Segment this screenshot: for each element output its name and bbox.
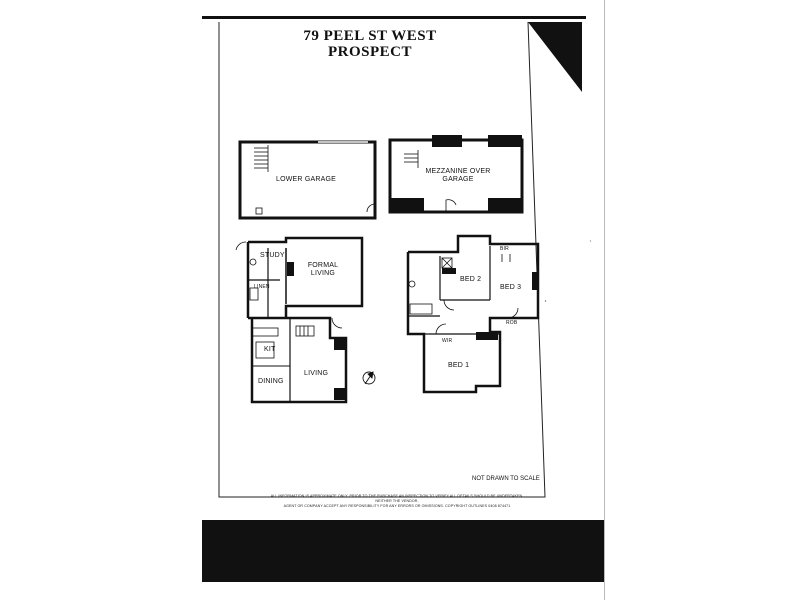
top-edge-line (202, 16, 586, 19)
room-label-bed1: BED 1 (448, 362, 470, 369)
north-arrow (362, 371, 376, 385)
disclaimer-text: ALL INFORMATION IS APPROXIMATE ONLY. PRI… (262, 494, 532, 509)
mezzanine-plan (388, 135, 524, 214)
room-label-study: STUDY (260, 252, 285, 259)
room-label-lower-garage: LOWER GARAGE (276, 176, 336, 183)
ground-floor-fixtures (235, 241, 343, 359)
lower-garage-plan (238, 140, 377, 220)
disclaimer-line2: AGENT OR COMPANY ACCEPT ANY RESPONSIBILI… (283, 504, 511, 508)
corner-triangle (528, 22, 582, 92)
room-label-wir: WIR (442, 338, 453, 344)
bottom-black-band (202, 520, 604, 582)
room-label-rob: ROB (506, 320, 518, 326)
right-edge-line (604, 0, 605, 600)
room-label-dining: DINING (258, 378, 284, 385)
room-label-mezzanine-line2: GARAGE (442, 176, 474, 183)
room-label-living: LIVING (304, 370, 329, 377)
ground-floor-plan (246, 236, 364, 404)
room-label-mezzanine-line1: MEZZANINE OVER (425, 168, 491, 175)
disclaimer-line1: ALL INFORMATION IS APPROXIMATE ONLY. PRI… (270, 494, 524, 503)
room-label-bed2: BED 2 (460, 276, 482, 283)
room-label-kit: KIT (264, 346, 276, 353)
upper-floor-fixtures (408, 254, 519, 335)
property-address-line2: PROSPECT (327, 44, 412, 60)
property-address-line1: 79 PEEL ST WEST (303, 28, 437, 44)
room-label-bed3: BED 3 (500, 284, 522, 291)
room-label-linen: LINEN (254, 284, 270, 290)
room-label-formal-living-line1: FORMAL (307, 262, 339, 269)
room-label-formal-living-line2: LIVING (310, 270, 336, 277)
drawing-border (218, 21, 546, 498)
room-label-bir: BIR (500, 246, 509, 252)
not-to-scale-note: NOT DRAWN TO SCALE (472, 476, 540, 482)
